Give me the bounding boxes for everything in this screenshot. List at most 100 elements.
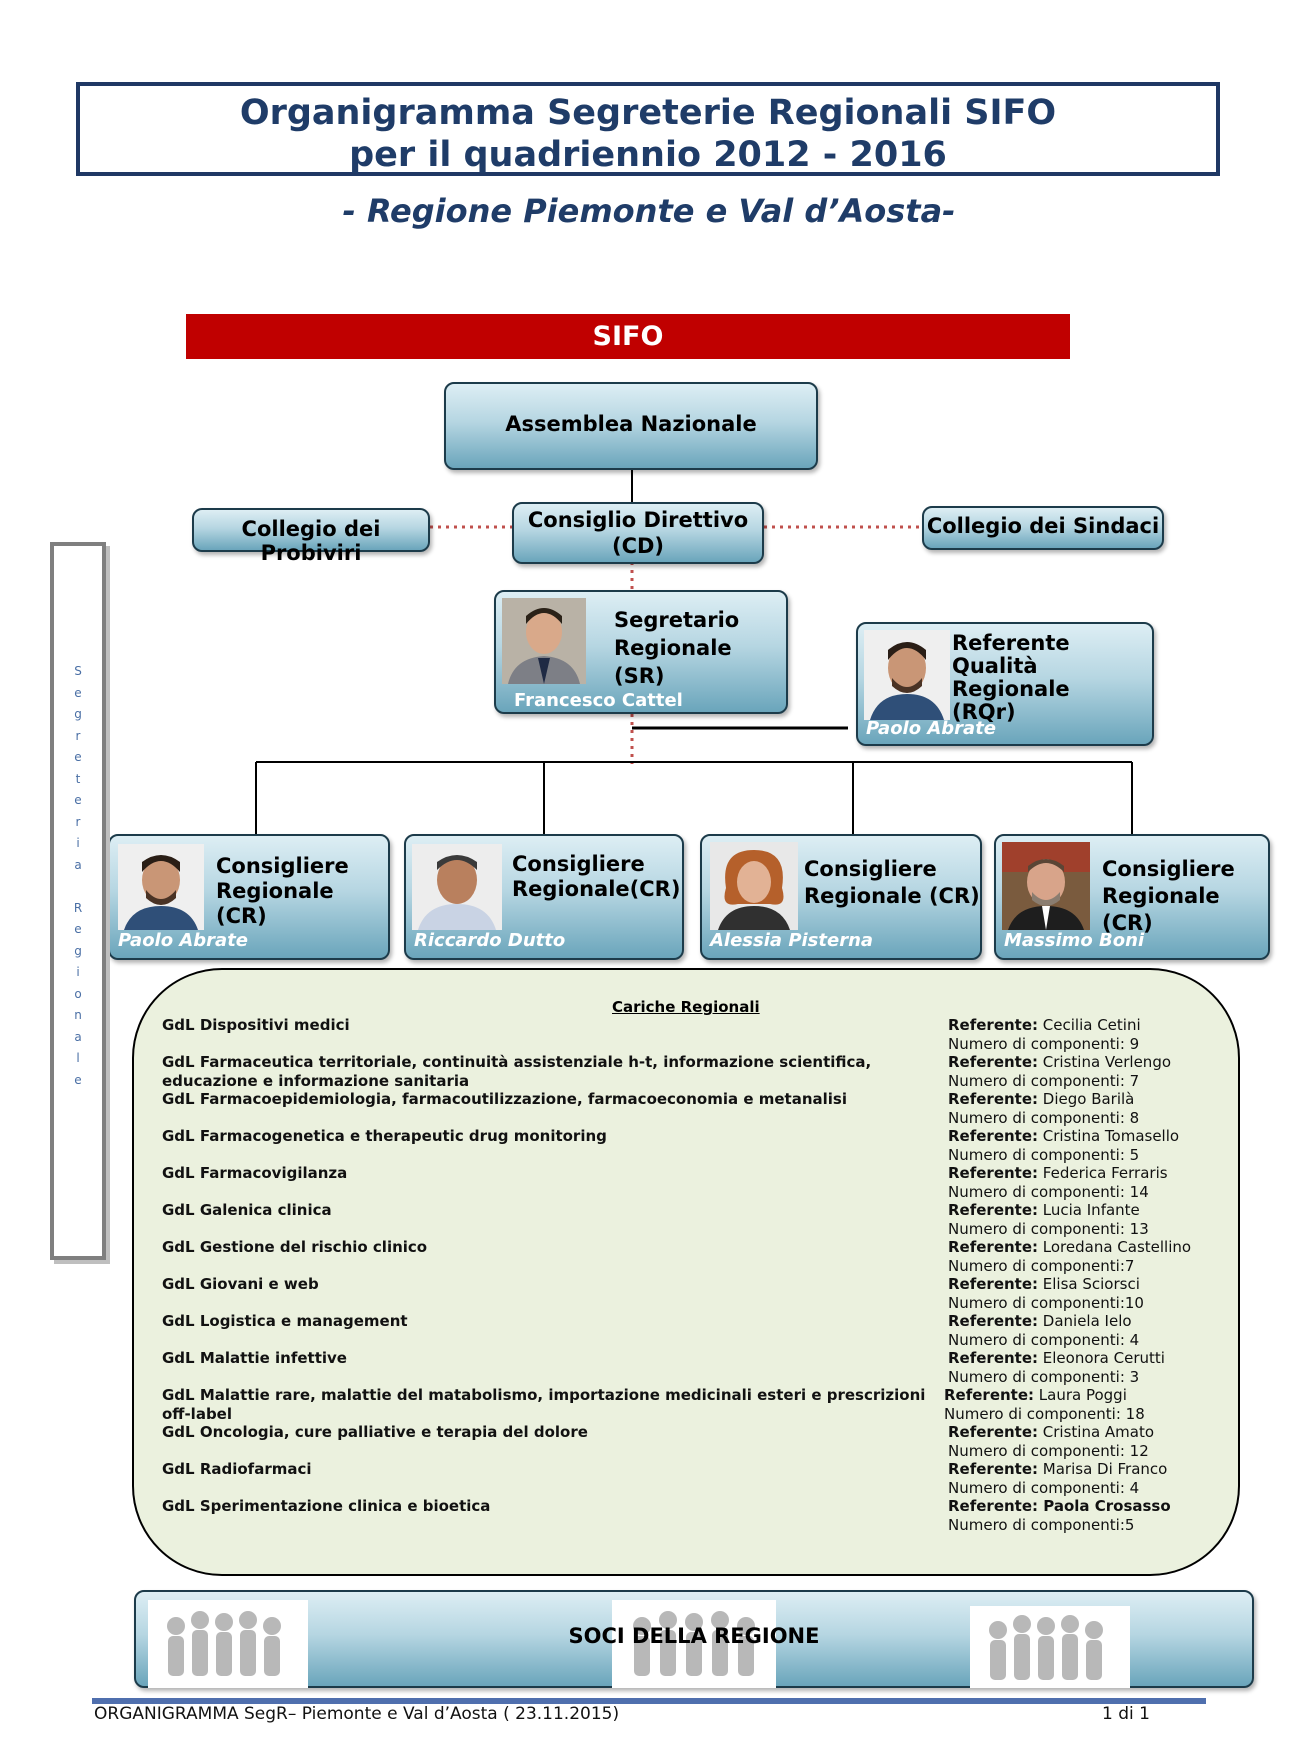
consigliere-label-1b: Regionale (CR) bbox=[216, 879, 334, 928]
gdl-referente-line: Referente: Cristina Verlengo bbox=[948, 1053, 1172, 1071]
gdl-componenti: Numero di componenti: 13 bbox=[948, 1220, 1149, 1238]
gdl-referente-line: Referente: Paola Crosasso bbox=[948, 1497, 1171, 1516]
gdl-name: GdL Farmacogenetica e therapeutic drug m… bbox=[162, 1127, 607, 1146]
referente-qualita-label-2: Qualità Regionale bbox=[952, 654, 1070, 701]
side-label-letter: e bbox=[74, 1072, 82, 1087]
gdl-referente-line: Referente: Daniela Ielo bbox=[948, 1312, 1132, 1330]
cariche-regionali-panel bbox=[132, 968, 1240, 1576]
gdl-referente-label: Referente: bbox=[948, 1423, 1039, 1441]
side-label-letter: e bbox=[74, 793, 82, 807]
side-label-letter: n bbox=[74, 1008, 82, 1022]
consigliere-photo-3 bbox=[710, 842, 798, 930]
gdl-componenti: Numero di componenti: 7 bbox=[948, 1072, 1140, 1090]
people-group-icon-center bbox=[612, 1600, 776, 1688]
segretario-label-1: Segretario bbox=[614, 608, 740, 632]
gdl-referente-label: Referente: bbox=[948, 1460, 1039, 1478]
cariche-regionali-title: Cariche Regionali bbox=[612, 998, 760, 1016]
side-label-letter: t bbox=[75, 771, 81, 786]
consigliere-photo-4 bbox=[1002, 842, 1090, 930]
side-label-letter: g bbox=[74, 707, 82, 721]
side-label-letter: a bbox=[74, 1029, 82, 1044]
assemblea-nazionale-box: Assemblea Nazionale bbox=[444, 382, 818, 470]
gdl-referente-line: Referente: Elisa Sciorsci bbox=[948, 1275, 1140, 1293]
gdl-componenti: Numero di componenti:7 bbox=[948, 1257, 1135, 1275]
gdl-referente-label: Referente: bbox=[948, 1312, 1039, 1330]
consigliere-box-1: Consigliere Regionale (CR) Paolo Abrate bbox=[108, 834, 390, 960]
segretario-label-2: Regionale (SR) bbox=[614, 636, 732, 688]
people-group-icon-right bbox=[970, 1606, 1130, 1688]
gdl-referente-label: Referente: Paola Crosasso bbox=[948, 1497, 1171, 1515]
gdl-componenti: Numero di componenti: 4 bbox=[948, 1331, 1140, 1349]
gdl-name: GdL Radiofarmaci bbox=[162, 1460, 312, 1479]
side-label-letter: l bbox=[76, 1051, 80, 1065]
gdl-name: GdL Sperimentazione clinica e bioetica bbox=[162, 1497, 490, 1516]
title-box: Organigramma Segreterie Regionali SIFO p… bbox=[76, 82, 1220, 176]
assemblea-label: Assemblea Nazionale bbox=[505, 412, 757, 436]
probiviri-label: Collegio dei Probiviri bbox=[241, 517, 381, 565]
segretario-regionale-box: Segretario Regionale (SR) Francesco Catt… bbox=[494, 590, 788, 714]
referente-qualita-name: Paolo Abrate bbox=[866, 718, 997, 739]
gdl-name: GdL Dispositivi medici bbox=[162, 1016, 350, 1035]
gdl-name: GdL Farmacovigilanza bbox=[162, 1164, 347, 1183]
gdl-name-line: GdL Malattie rare, malattie del mataboli… bbox=[162, 1386, 926, 1404]
gdl-componenti: Numero di componenti: 14 bbox=[948, 1183, 1149, 1201]
gdl-name: GdL Malattie rare, malattie del mataboli… bbox=[162, 1386, 925, 1424]
side-label-letter: S bbox=[74, 664, 82, 678]
gdl-referente-line: Referente: Diego Barilà bbox=[948, 1090, 1135, 1108]
gdl-name: GdL Malattie infettive bbox=[162, 1349, 347, 1368]
side-label-letter: i bbox=[76, 965, 80, 979]
consigliere-label-2b: Regionale(CR) bbox=[512, 877, 681, 901]
title-line-2: per il quadriennio 2012 - 2016 bbox=[349, 135, 947, 175]
consiglio-direttivo-box: Consiglio Direttivo (CD) bbox=[512, 502, 764, 564]
gdl-referente-label: Referente: bbox=[948, 1090, 1039, 1108]
consigliere-box-2: Consigliere Regionale(CR) Riccardo Dutto bbox=[404, 834, 684, 960]
soci-della-regione-box: SOCI DELLA REGIONE bbox=[134, 1590, 1254, 1688]
gdl-referente-line: Referente: Loredana Castellino bbox=[948, 1238, 1192, 1256]
collegio-sindaci-box: Collegio dei Sindaci bbox=[922, 506, 1164, 550]
gdl-referente-label: Referente: bbox=[948, 1127, 1039, 1145]
footer-text: ORGANIGRAMMA SegR– Piemonte e Val d’Aost… bbox=[94, 1704, 620, 1724]
side-label-letter: e bbox=[74, 750, 82, 764]
gdl-componenti: Numero di componenti: 8 bbox=[948, 1109, 1140, 1127]
gdl-name-line: GdL Farmacoepidemiologia, farmacoutilizz… bbox=[162, 1090, 847, 1108]
consigliere-name-4: Massimo Boni bbox=[1004, 930, 1145, 951]
subtitle: - Regione Piemonte e Val d’Aosta- bbox=[342, 192, 956, 230]
gdl-name: GdL Galenica clinica bbox=[162, 1201, 332, 1220]
soci-label: SOCI DELLA REGIONE bbox=[568, 1624, 820, 1648]
consigliere-label-4b: Regionale (CR) bbox=[1102, 884, 1220, 935]
gdl-name: GdL Gestione del rischio clinico bbox=[162, 1238, 427, 1257]
footer-page-number: 1 di 1 bbox=[1102, 1704, 1150, 1724]
gdl-referente-line: Referente: Federica Ferraris bbox=[948, 1164, 1168, 1182]
gdl-referente-label: Referente: bbox=[948, 1275, 1039, 1293]
consigliere-photo-2 bbox=[412, 844, 502, 930]
side-label-letter: g bbox=[74, 943, 82, 958]
sindaci-label: Collegio dei Sindaci bbox=[926, 514, 1160, 538]
gdl-name-line: GdL Radiofarmaci bbox=[162, 1460, 312, 1478]
gdl-componenti: Numero di componenti: 5 bbox=[948, 1146, 1140, 1164]
gdl-referente-line: Referente: Lucia Infante bbox=[948, 1201, 1140, 1219]
side-label-letter: i bbox=[76, 836, 80, 850]
gdl-referente-line: Referente: Laura Poggi bbox=[944, 1386, 1127, 1404]
side-label-letter: e bbox=[74, 685, 82, 700]
gdl-name-line: GdL Giovani e web bbox=[162, 1275, 319, 1293]
gdl-referente-line: Referente: Cecilia Cetini bbox=[948, 1016, 1141, 1034]
consigliere-name-3: Alessia Pisterna bbox=[710, 930, 874, 951]
gdl-name-line: GdL Farmaceutica territoriale, continuit… bbox=[162, 1053, 872, 1071]
gdl-name-line: GdL Sperimentazione clinica e bioetica bbox=[162, 1497, 491, 1515]
gdl-name: GdL Farmaceutica territoriale, continuit… bbox=[162, 1053, 871, 1091]
gdl-name-line: GdL Dispositivi medici bbox=[162, 1016, 350, 1034]
gdl-name-line: GdL Farmacovigilanza bbox=[162, 1164, 348, 1182]
side-label-letter: r bbox=[75, 728, 81, 743]
segretario-name: Francesco Cattel bbox=[514, 690, 683, 711]
referente-qualita-photo bbox=[864, 630, 950, 720]
gdl-name-line: off-label bbox=[162, 1405, 232, 1423]
